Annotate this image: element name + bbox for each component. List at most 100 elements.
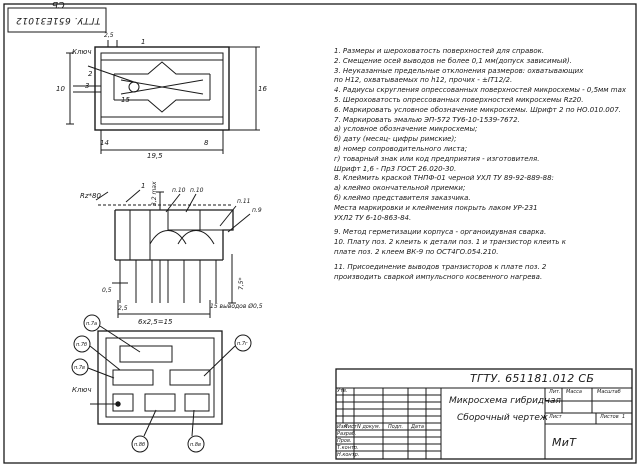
pin-span-dimension (117, 300, 211, 318)
note-line: по Н12, охватываемых по h12, прочих - ±I… (334, 76, 513, 85)
substrate-contour (114, 61, 210, 113)
position-label-2: 2 (88, 70, 93, 78)
dimension-label-lead-pitch: 2,5 (118, 305, 128, 312)
stamp-field-1 (112, 393, 134, 412)
bond-wires (149, 230, 215, 245)
note-line: производить сваркой импульсного косвенно… (334, 272, 543, 281)
bottom-outline (97, 330, 223, 425)
document-designation: ТГТУ. 651181.012 СБ (470, 372, 595, 385)
dimension-label-lead-width: 0,5 (102, 287, 112, 294)
dimension-label-pitch-top: 2,5 (104, 32, 114, 39)
dimension-label-pin-span: 6х2,5=15 (138, 318, 173, 326)
note-line: а) условное обозначение микросхемы; (334, 125, 478, 134)
note-line: Шрифт 1,6 - Пр3 ГОСТ 26.020-30. (334, 164, 457, 173)
callout-7v-label: п.7в (74, 365, 85, 371)
pin-label-8: 8 (204, 139, 209, 147)
key-label-bottom: Ключ (72, 386, 91, 394)
note-line: 5. Шероховатость опрессованных поверхнос… (334, 95, 584, 104)
technical-requirements: 1. Размеры и шероховатость поверхностей … (334, 47, 634, 282)
bottom-view (71, 314, 252, 453)
lead-wires (119, 260, 217, 303)
position-label-15: 15 (121, 96, 130, 104)
bottom-inner-outline (105, 337, 215, 418)
callout-7b-label: п.7б (76, 342, 87, 348)
column-doc: N докум. (357, 424, 381, 430)
marking-field-a (119, 345, 173, 363)
key-leader (87, 65, 135, 83)
callout-leaders-bottom (87, 325, 236, 437)
row-checker: Пров. (337, 438, 352, 444)
stamp-box (7, 7, 107, 33)
callout-7a-circle (83, 314, 101, 332)
note-line: 11. Присоединение выводов транзисторов к… (334, 262, 547, 271)
note-line: плате поз. 2 клеем ВК-9 по ОСТ4ГО.054.21… (334, 247, 499, 256)
note-line: 4. Радиусы скругления опрессованных пове… (334, 86, 627, 95)
callout-8b-circle (131, 435, 149, 453)
note-line: 10. Плату поз. 2 клеить к детали поз. 1 … (334, 238, 566, 247)
column-izm: Изм (337, 424, 348, 430)
height-dimension-16 (229, 46, 260, 131)
note-line: б) клеймо представителя заказчика. (334, 193, 471, 202)
row-developer: Разраб. (337, 431, 357, 437)
key-dot (115, 401, 121, 407)
pin-label-14: 14 (100, 139, 109, 147)
marking-field-b (112, 369, 154, 386)
position-label-1: 1 (141, 38, 145, 46)
leads-annotation: 15 выводов Ø0,5 (210, 303, 263, 310)
note-line: г) товарный знак или код предприятия - и… (334, 154, 540, 163)
note-line: 6. Маркировать условное обозначение микр… (334, 105, 621, 114)
callout-n9-label: п.9 (252, 207, 262, 214)
callout-8v-label: п.8в (190, 442, 201, 448)
width-dimension (100, 130, 224, 154)
note-line: 3. Неуказанные предельные отклонения раз… (334, 66, 584, 75)
callout-n10-label: п.10 (172, 187, 186, 194)
note-line: а) клеймо окончательной приемки; (334, 184, 466, 193)
roughness-leader (95, 191, 109, 201)
sheet-label: Лист (549, 414, 562, 420)
stamp-field-2 (144, 393, 176, 412)
title-block-grid (335, 368, 633, 460)
dimension-label-lead-length: 7,5* (238, 277, 245, 290)
side-view (95, 189, 251, 318)
outer-frame (3, 3, 637, 464)
substrate-edges (113, 74, 211, 100)
callout-7b-circle (73, 335, 91, 353)
note-line: 2. Смещение осей выводов не более 0,1 мм… (334, 56, 572, 65)
row-norm-control: Н.контр. (337, 452, 360, 458)
top-view (66, 40, 260, 154)
position-label-3: 3 (85, 82, 89, 90)
dimension-label-3-2: 3,2 max (151, 181, 158, 206)
product-name: Микросхема гибридная (449, 396, 561, 406)
package-outline (94, 46, 230, 131)
note-line: 9. Метод герметизации корпуса - органоид… (334, 228, 547, 237)
callout-n10b-label: п.10 (190, 187, 204, 194)
note-line: 8. Клеймить краской ТНПФ-01 черной УХЛ Т… (334, 174, 554, 183)
organization-name: МиТ (552, 436, 577, 449)
key-label-top: Ключ (72, 48, 91, 56)
column-list: Лист (344, 424, 357, 430)
marking-field-v (169, 369, 211, 386)
sheets-label: Листов (600, 414, 619, 420)
note-line: в) номер сопроводительного листа; (334, 144, 468, 153)
drawing-type: Сборочный чертеж (457, 413, 549, 423)
callout-8v-circle (187, 435, 205, 453)
stamp-field-3 (184, 393, 210, 412)
height-dimension-10 (66, 52, 74, 125)
callout-7v-circle (71, 358, 89, 376)
callout-leaders (125, 189, 251, 233)
column-lit: Лит. (549, 389, 561, 395)
body-profile (114, 209, 234, 261)
pitch-dimension (107, 40, 118, 47)
sheets-count: 1 (622, 414, 626, 420)
lead-length-dimension (228, 254, 236, 304)
row-approved: Утв. (337, 388, 348, 394)
column-sign: Подп. (388, 424, 404, 430)
side-position-label-1: 1 (141, 182, 145, 190)
note-line: УХЛ2 ТУ 6-10-863-84. (334, 213, 412, 222)
dimension-label-10: 10 (56, 85, 65, 93)
height-dimension-3-2 (156, 191, 164, 210)
pin-row-lines (101, 59, 223, 118)
dimension-label-16: 16 (258, 85, 267, 93)
